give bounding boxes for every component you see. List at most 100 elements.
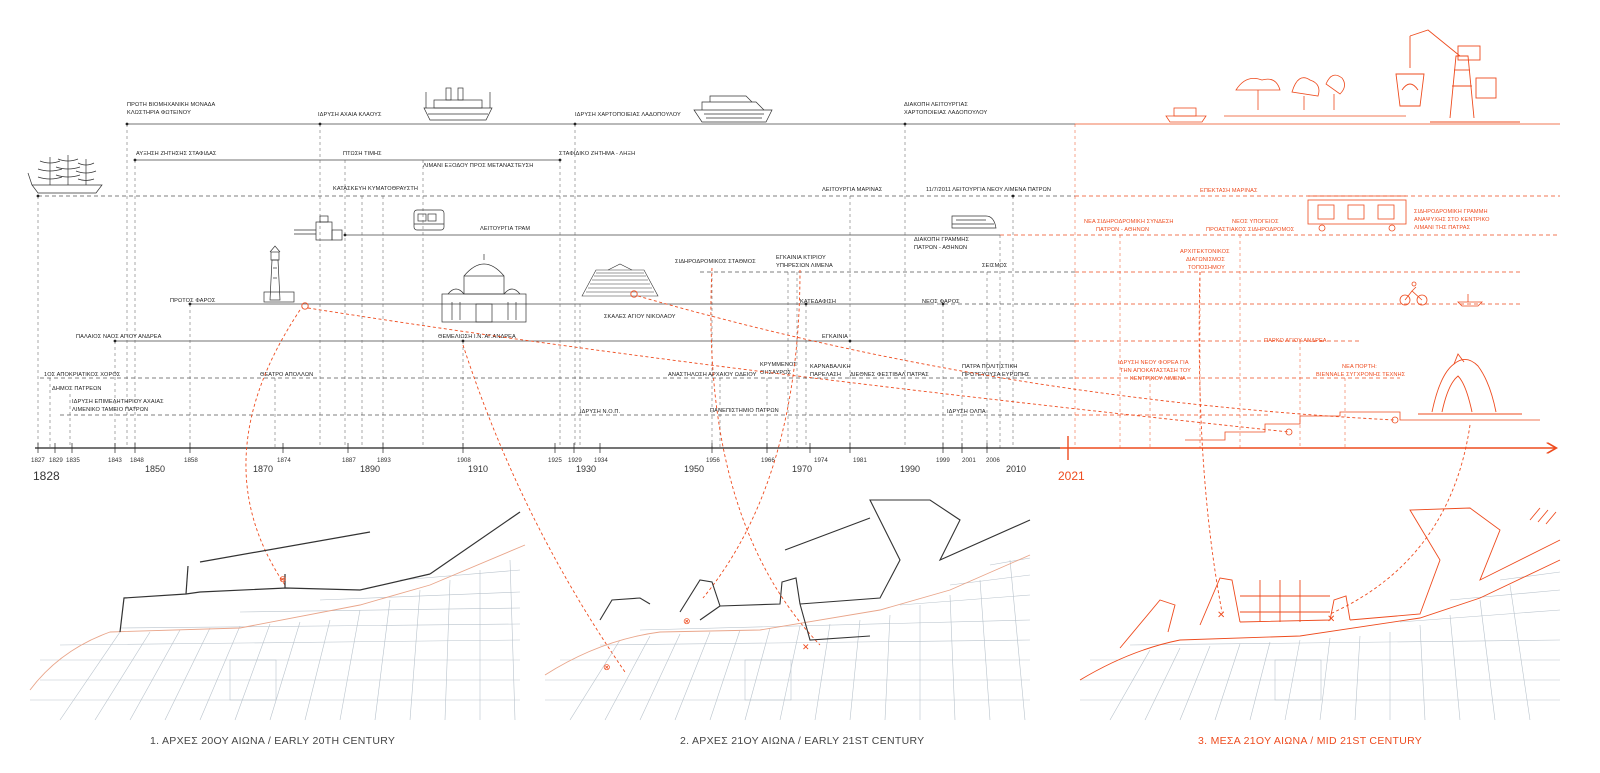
sculpture-icon xyxy=(1418,353,1522,415)
stairs-icon xyxy=(581,263,659,297)
tram-icon xyxy=(413,209,445,231)
tick-label: 1829 xyxy=(49,457,63,464)
event-label: ΠΑΤΡΑ ΠΟΛΙΤΙΣΤΙΚΗ xyxy=(962,364,1018,370)
tick-label: 1827 xyxy=(31,457,45,464)
tick-label: 1934 xyxy=(594,457,608,464)
future-drop-lines xyxy=(1074,124,1346,448)
event-label: ΙΔΡΥΣΗ ΑΧΑΙΑ ΚΛΑΟΥΣ xyxy=(318,112,382,118)
sailing-ship-icon xyxy=(27,155,103,194)
event-label: ΧΑΡΤΟΠΟΙΕΙΑΣ ΛΑΔΟΠΟΥΛΟΥ xyxy=(904,110,987,116)
marker-x: ⊗ xyxy=(683,616,691,626)
start-year-label: 1828 xyxy=(33,469,60,483)
event-label: ΛΙΜΑΝΙ ΕΞΟΔΟΥ ΠΡΟΣ ΜΕΤΑΝΑΣΤΕΥΣΗ xyxy=(423,163,533,169)
train-icon xyxy=(951,215,997,229)
cruise-ship-icon xyxy=(693,95,773,123)
event-label: ΔΗΜΟΣ ΠΑΤΡΕΩΝ xyxy=(52,386,102,392)
event-label: ΣΕΙΣΜΟΣ xyxy=(982,263,1008,269)
tick-label: 1999 xyxy=(936,457,950,464)
future-event-label: ΤΟΠΟΣΗΜΟΥ xyxy=(1188,265,1225,271)
event-label: ΚΡΥΜΜΕΝΟΣ xyxy=(760,362,797,368)
freight-wagon-icon xyxy=(1307,195,1407,232)
future-event-label: ΛΙΜΑΝΙ ΤΗΣ ΠΑΤΡΑΣ xyxy=(1414,225,1471,231)
event-label: ΚΑΤΑΣΚΕΥΗ ΚΥΜΑΤΟΘΡΑΥΣΤΗ xyxy=(333,186,418,192)
event-label: ΙΔΡΥΣΗ ΟΛΠΑ xyxy=(947,409,986,415)
event-label: ΠΑΛΑΙΟΣ ΝΑΟΣ ΑΓΙΟΥ ΑΝΔΡΕΑ xyxy=(76,334,162,340)
event-label: ΔΙΕΘΝΕΣ ΦΕΣΤΙΒΑΛ ΠΑΤΡΑΣ xyxy=(850,372,929,378)
future-event-label: ΣΙΔΗΡΟΔΡΟΜΙΚΗ ΓΡΑΜΜΗ xyxy=(1414,209,1488,215)
tick-label: 1908 xyxy=(457,457,471,464)
time-axis: 1827 1829 1835 1843 1848 1858 1874 1887 … xyxy=(31,436,1555,483)
decade-label: 1850 xyxy=(145,464,165,474)
caption-map-2: 2. ΑΡΧΕΣ 21ΟΥ ΑΙΩΝΑ / EARLY 21ST CENTURY xyxy=(680,735,924,747)
event-label: ΝΕΟΣ ΦΑΡΟΣ xyxy=(922,299,960,305)
event-label: ΘΗΣΑΥΡΟΣ xyxy=(760,370,792,376)
decade-label: 1930 xyxy=(576,464,596,474)
decade-label: 1950 xyxy=(684,464,704,474)
tree-icon xyxy=(1224,74,1406,117)
future-event-label: ΤΗΝ ΑΠΟΚΑΤΑΣΤΑΣΗ ΤΟΥ xyxy=(1120,368,1191,374)
tick-label: 1925 xyxy=(548,457,562,464)
event-label: ΙΔΡΥΣΗ Ν.Ο.Π. xyxy=(580,409,621,415)
year-drop-lines xyxy=(37,124,1014,448)
future-event-label: ΠΡΟΑΣΤΙΑΚΟΣ ΣΙΔΗΡΟΔΡΟΜΟΣ xyxy=(1206,227,1295,233)
future-event-label: ΑΝΑΨΥΧΗΣ ΣΤΟ ΚΕΝΤΡΙΚΟ xyxy=(1414,217,1490,223)
lighthouse-icon xyxy=(263,245,295,303)
future-event-label: ΝΕΟΣ ΥΠΟΓΕΙΟΣ xyxy=(1232,219,1279,225)
tick-label: 1874 xyxy=(277,457,291,464)
marker-x: ⊗ xyxy=(279,574,287,584)
marker-x: ⊗ xyxy=(603,662,611,672)
tick-label: 1843 xyxy=(108,457,122,464)
decade-label: 1890 xyxy=(360,464,380,474)
tick-label: 1848 xyxy=(130,457,144,464)
bicycle-icon xyxy=(1399,281,1428,306)
map-early-21st-century: ⊗ ⊗ ✕ xyxy=(544,499,1031,721)
boat-icon xyxy=(1457,294,1483,307)
tick-label: 1858 xyxy=(184,457,198,464)
event-label: ΠΑΡΕΛΑΣΗ xyxy=(810,372,841,378)
event-label: ΔΙΑΚΟΠΗ ΓΡΑΜΜΗΣ xyxy=(914,237,969,243)
event-label: ΚΑΡΝΑΒΑΛΙΚΗ xyxy=(810,364,851,370)
event-label: ΔΙΑΚΟΠΗ ΛΕΙΤΟΥΡΓΙΑΣ xyxy=(904,102,968,108)
marker-x: ✕ xyxy=(802,642,810,652)
future-event-label: ΝΕΑ ΣΙΔΗΡΟΔΡΟΜΙΚΗ ΣΥΝΔΕΣΗ xyxy=(1084,219,1174,225)
event-label: ΙΔΡΥΣΗ ΧΑΡΤΟΠΟΙΕΙΑΣ ΛΑΔΟΠΟΥΛΟΥ xyxy=(575,112,681,118)
event-label: ΥΠΗΡΕΣΙΩΝ ΛΙΜΕΝΑ xyxy=(776,263,833,269)
industry-icon xyxy=(294,215,343,241)
event-label: ΘΕΑΤΡΟ ΑΠΟΛΛΩΝ xyxy=(260,372,313,378)
theme-lines xyxy=(38,123,1560,416)
future-event-label: ΝΕΑ ΠΟΡΤΗ: xyxy=(1342,364,1377,370)
future-event-label: ΑΡΧΙΤΕΚΤΟΝΙΚΟΣ xyxy=(1180,249,1230,255)
event-label: ΠΑΤΡΩΝ - ΑΘΗΝΩΝ xyxy=(914,245,967,251)
future-event-label: ΚΕΝΤΡΙΚΟΥ ΛΙΜΕΝΑ xyxy=(1130,376,1186,382)
decade-label: 1970 xyxy=(792,464,812,474)
caption-map-3: 3. ΜΕΣΑ 21ΟΥ ΑΙΩΝΑ / MID 21ST CENTURY xyxy=(1198,735,1422,747)
event-label: ΛΙΜΕΝΙΚΟ ΤΑΜΕΙΟ ΠΑΤΡΩΝ xyxy=(72,407,148,413)
decade-label: 1870 xyxy=(253,464,273,474)
event-label: ΛΕΙΤΟΥΡΓΙΑ ΤΡΑΜ xyxy=(480,226,530,232)
crane-icon xyxy=(1395,29,1520,123)
marker-x: ✕ xyxy=(1217,610,1225,621)
connector-curves xyxy=(245,267,1471,673)
event-label: ΘΕΜΕΛΙΩΣΗ Ι.Ν. ΑΓ.ΑΝΔΡΕΑ xyxy=(438,334,516,340)
caption-map-1: 1. ΑΡΧΕΣ 20ΟΥ ΑΙΩΝΑ / EARLY 20TH CENTURY xyxy=(150,735,395,747)
future-path xyxy=(1185,411,1540,441)
event-label: ΚΑΤΕΔΑΦΙΣΗ xyxy=(800,299,836,305)
tick-label: 1929 xyxy=(568,457,582,464)
tick-label: 1966 xyxy=(761,457,775,464)
event-label: ΛΕΙΤΟΥΡΓΙΑ ΜΑΡΙΝΑΣ xyxy=(822,187,883,193)
tick-label: 1974 xyxy=(814,457,828,464)
future-event-labels: ΕΠΕΚΤΑΣΗ ΜΑΡΙΝΑΣ ΝΕΑ ΣΙΔΗΡΟΔΡΟΜΙΚΗ ΣΥΝΔΕ… xyxy=(1084,188,1490,382)
tick-label: 2006 xyxy=(986,457,1000,464)
event-label: ΣΚΑΛΕΣ ΑΓΙΟΥ ΝΙΚΟΛΑΟΥ xyxy=(604,314,676,320)
event-label: ΠΡΩΤΕΥΟΥΣΑ ΕΥΡΩΠΗΣ xyxy=(962,372,1030,378)
tick-label: 1835 xyxy=(66,457,80,464)
decade-label: 1990 xyxy=(900,464,920,474)
event-label: 1ΟΣ ΑΠΟΚΡΙΑΤΙΚΟΣ ΧΟΡΟΣ xyxy=(44,372,121,378)
event-dots xyxy=(36,122,1015,343)
future-event-label: ΠΑΡΚΟ ΑΓΙΟΥ ΑΝΔΡΕΑ xyxy=(1264,338,1327,344)
event-label: ΣΤΑΦΙΔΙΚΟ ΖΗΤΗΜΑ - ΛΗΞΗ xyxy=(559,151,635,157)
church-icon xyxy=(441,254,527,323)
event-label: ΠΑΝΕΠΙΣΤΗΜΙΟ ΠΑΤΡΩΝ xyxy=(710,408,779,414)
